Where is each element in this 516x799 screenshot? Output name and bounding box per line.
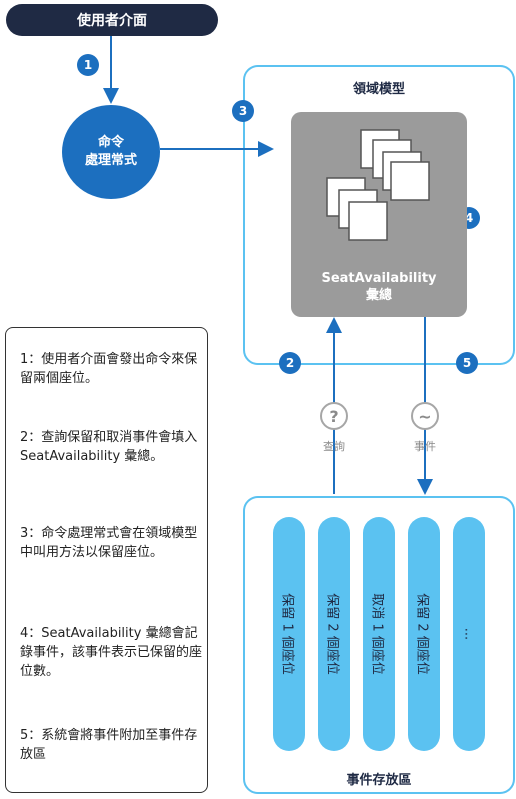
user-interface-label: 使用者介面 bbox=[77, 13, 147, 29]
event-item-label: 保留 2 個座位 bbox=[324, 593, 340, 675]
question-icon: ? bbox=[320, 402, 348, 430]
handler-line1: 命令 bbox=[97, 135, 124, 150]
event-item: 取消 1 個座位 bbox=[363, 517, 395, 751]
aggregate-name: SeatAvailability bbox=[321, 271, 437, 286]
legend-box: 1：使用者介面會發出命令來保留兩個座位。 2：查詢保留和取消事件會填入 Seat… bbox=[5, 327, 208, 793]
legend-item-3: 3：命令處理常式會在領域模型中叫用方法以保留座位。 bbox=[20, 526, 198, 560]
domain-model-box bbox=[243, 65, 515, 365]
event-item: 保留 1 個座位 bbox=[273, 517, 305, 751]
event-item: ... bbox=[453, 517, 485, 751]
aggregate-box bbox=[291, 112, 467, 317]
event-item: 保留 2 個座位 bbox=[318, 517, 350, 751]
legend-item-5: 5：系統會將事件附加至事件存放區 bbox=[20, 728, 198, 762]
event-item-label: 保留 1 個座位 bbox=[279, 593, 295, 675]
command-handler-circle: 命令 處理常式 bbox=[62, 105, 160, 199]
legend-item-4: 4：SeatAvailability 彙總會記錄事件，該事件表示已保留的座位數。 bbox=[20, 626, 203, 679]
step-badge-3: 3 bbox=[232, 100, 254, 122]
step-badge-2: 2 bbox=[279, 352, 301, 374]
event-item-label: 保留 2 個座位 bbox=[414, 593, 430, 675]
legend-item-1: 1：使用者介面會發出命令來保留兩個座位。 bbox=[20, 352, 198, 386]
query-label: 查詢 bbox=[323, 440, 345, 453]
user-interface-pill: 使用者介面 bbox=[6, 4, 218, 36]
step-badge-1: 1 bbox=[77, 54, 99, 76]
wave-icon: ~ bbox=[411, 402, 439, 430]
event-store-box bbox=[243, 496, 515, 794]
event-item-label: 取消 1 個座位 bbox=[369, 593, 385, 675]
document-stack-icon bbox=[326, 129, 430, 241]
domain-model-title: 領域模型 bbox=[352, 82, 405, 97]
aggregate-suffix: 彙總 bbox=[365, 288, 392, 303]
aggregate-label: SeatAvailability 彙總 bbox=[291, 270, 467, 304]
handler-line2: 處理常式 bbox=[84, 153, 137, 168]
step-badge-5: 5 bbox=[456, 352, 478, 374]
event-store-title: 事件存放區 bbox=[346, 773, 412, 788]
event-item-label: ... bbox=[461, 627, 477, 641]
legend-item-2: 2：查詢保留和取消事件會填入 SeatAvailability 彙總。 bbox=[20, 430, 198, 464]
event-label: 事件 bbox=[414, 440, 436, 453]
event-item: 保留 2 個座位 bbox=[408, 517, 440, 751]
